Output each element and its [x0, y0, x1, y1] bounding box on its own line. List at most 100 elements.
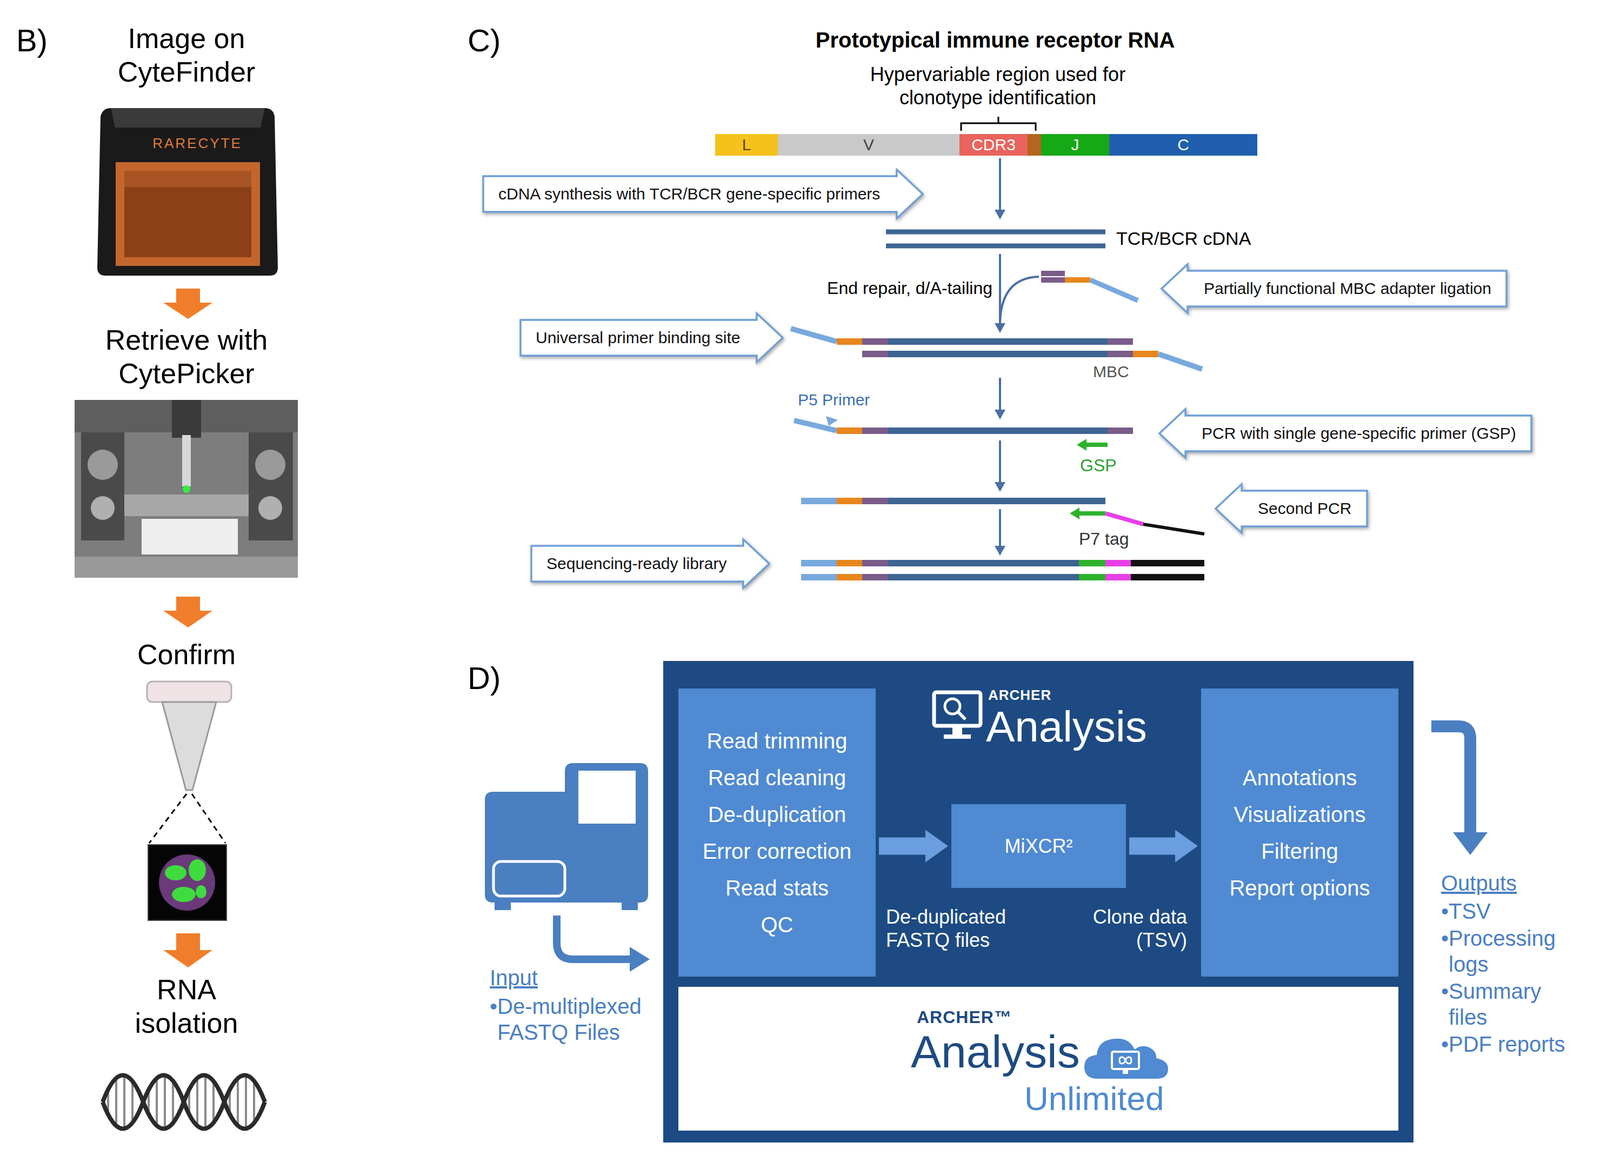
figure-label: •De-multiplexed FASTQ Files [489, 993, 671, 1046]
cytepicker-photo [81, 432, 125, 541]
block-arrow [878, 830, 949, 863]
cloud-icon [1119, 1057, 1132, 1064]
dna-construct [1105, 513, 1144, 525]
analysis-monitor-icon [952, 727, 963, 735]
dna-construct [888, 560, 1079, 567]
segment-label: CDR3 [971, 136, 1016, 153]
cytepicker-photo [74, 556, 298, 578]
flow-arrow [994, 409, 1006, 420]
tube-and-cell [147, 681, 232, 921]
cytepicker-photo [248, 432, 293, 541]
dna-construct [836, 574, 863, 581]
dna-construct [1078, 511, 1106, 516]
dna-construct [888, 427, 1108, 435]
rna-helix [163, 1075, 166, 1130]
dna-construct [836, 427, 863, 435]
dna-construct [862, 338, 889, 345]
segment-label: V [863, 136, 875, 153]
flow-arrow [994, 209, 1006, 220]
logo-text: Analysis [985, 705, 1148, 749]
dna-construct [1107, 350, 1133, 358]
rna-helix [131, 1082, 134, 1123]
figure-label: Input [489, 964, 538, 991]
analysis-monitor-icon [943, 734, 971, 739]
dna-construct [1158, 354, 1203, 370]
flow-arrow [994, 323, 1006, 333]
cloud-icon [1081, 1030, 1171, 1080]
figure-label: TCR/BCR cDNA [1116, 227, 1251, 250]
segment-label: J [1071, 136, 1080, 153]
rna-helix [102, 1075, 265, 1130]
flow-arrow [998, 377, 1002, 411]
rna-helix [252, 1082, 256, 1123]
dna-construct [836, 560, 863, 567]
figure-label: Outputs [1441, 870, 1517, 897]
figure-label: Retrieve with CytePicker [54, 323, 319, 391]
dna-construct [888, 574, 1079, 581]
figure-label: Confirm [78, 637, 295, 672]
rna-helix [115, 1078, 118, 1126]
dna-construct [888, 497, 1106, 505]
cloud-icon [1084, 1038, 1169, 1079]
tube-and-cell [158, 854, 216, 911]
cdr3-bracket [961, 116, 1036, 131]
dna-construct [1041, 270, 1065, 277]
figure-label: C) [467, 21, 501, 60]
callout-outline [520, 313, 783, 363]
cytefinder-instrument [97, 108, 278, 276]
tube-and-cell [147, 681, 232, 703]
process-step-text: Visualizations [1234, 796, 1366, 833]
dna-construct [801, 574, 837, 581]
figure-label: RNA isolation [105, 972, 268, 1041]
sequencer-icon [578, 770, 636, 824]
dna-construct [1130, 560, 1205, 567]
tube-and-cell [162, 702, 217, 791]
process-box: AnnotationsVisualizationsFilteringReport… [1201, 688, 1399, 977]
process-step-text: Read trimming [706, 722, 848, 760]
cloud-icon [1111, 1051, 1139, 1070]
dna-construct [801, 497, 837, 505]
sequencer-icon [629, 947, 650, 972]
analysis-panel: ARCHERAnalysisRead trimmingRead cleaning… [663, 661, 1414, 1143]
dna-construct [888, 350, 1108, 358]
dna-construct [862, 350, 889, 358]
figure-label: Image on CyteFinder [78, 21, 295, 90]
figure-label: •Processing logs [1441, 925, 1571, 978]
edge-label: Clone data (TSV) [1068, 905, 1188, 952]
logo-text: ARCHER™ [916, 1008, 1012, 1026]
logo-text: Unlimited [1024, 1082, 1164, 1116]
figure-label: •TSV [1441, 898, 1571, 925]
rna-helix [155, 1078, 158, 1126]
cytepicker-photo [124, 494, 249, 517]
rna-helix [204, 1075, 207, 1130]
logo-text: Analysis [910, 1029, 1080, 1075]
dna-construct [888, 338, 1108, 345]
cytefinder-instrument [124, 170, 252, 258]
sequencer-icon [494, 901, 511, 911]
dna-construct [885, 243, 1106, 249]
figure-label: Hypervariable region used for clonotype … [835, 62, 1160, 110]
figure-label: B) [16, 21, 48, 60]
dna-construct [1078, 574, 1106, 581]
sequencer-icon [484, 763, 650, 972]
callout-outline [1159, 409, 1532, 458]
process-step-text: Report options [1229, 869, 1370, 907]
segment-label: L [742, 136, 752, 153]
flow-arrow [994, 545, 1006, 556]
callout-text: Sequencing-ready library [546, 554, 728, 574]
gene-segment: J [1041, 134, 1110, 156]
rna-helix [196, 1078, 199, 1126]
logo-box: ARCHER™ AnalysisUnlimited [678, 987, 1399, 1131]
step-callout: Partially functional MBC adapter ligatio… [1160, 263, 1508, 315]
figure-label: Prototypical immune receptor RNA [778, 27, 1212, 53]
process-box: MiXCR² [951, 804, 1126, 889]
rna-helix [244, 1075, 248, 1130]
process-step-text: De-duplication [708, 796, 847, 833]
dna-construct [825, 416, 838, 426]
process-step-text: Read cleaning [708, 759, 847, 797]
gene-segment: V [777, 134, 960, 156]
callout-text: Partially functional MBC adapter ligatio… [1203, 278, 1492, 299]
rna-helix [123, 1075, 126, 1130]
callout-text: Universal primer binding site [535, 328, 741, 348]
